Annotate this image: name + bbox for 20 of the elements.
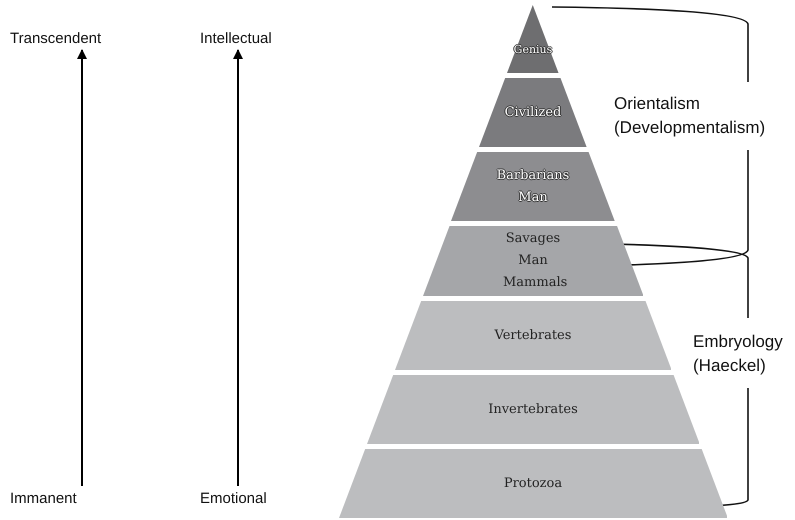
pyramid-band [507,5,559,73]
arrow [77,49,87,486]
arrow [233,49,243,486]
band-label: Civilized [504,104,562,122]
pole-label: Intellectual [200,30,272,47]
pyramid-band [394,301,672,370]
pyramid-band [479,78,587,147]
bracket-label: Orientalism (Developmentalism) [614,93,766,139]
pole-label: Emotional [200,490,267,507]
pyramid-band [366,375,700,444]
band-label: Barbarians Man [496,166,570,206]
pole-label: Immanent [10,490,77,507]
pyramid-band [451,152,615,221]
pole-label: Transcendent [10,30,102,47]
band-label: Vertebrates [494,326,572,344]
band-label: Invertebrates [488,400,578,418]
bracket-label: Embryology (Haeckel) [693,331,784,377]
pyramid-band [422,226,644,296]
pyramid-band [338,449,728,518]
band-label: Protozoa [504,474,562,492]
